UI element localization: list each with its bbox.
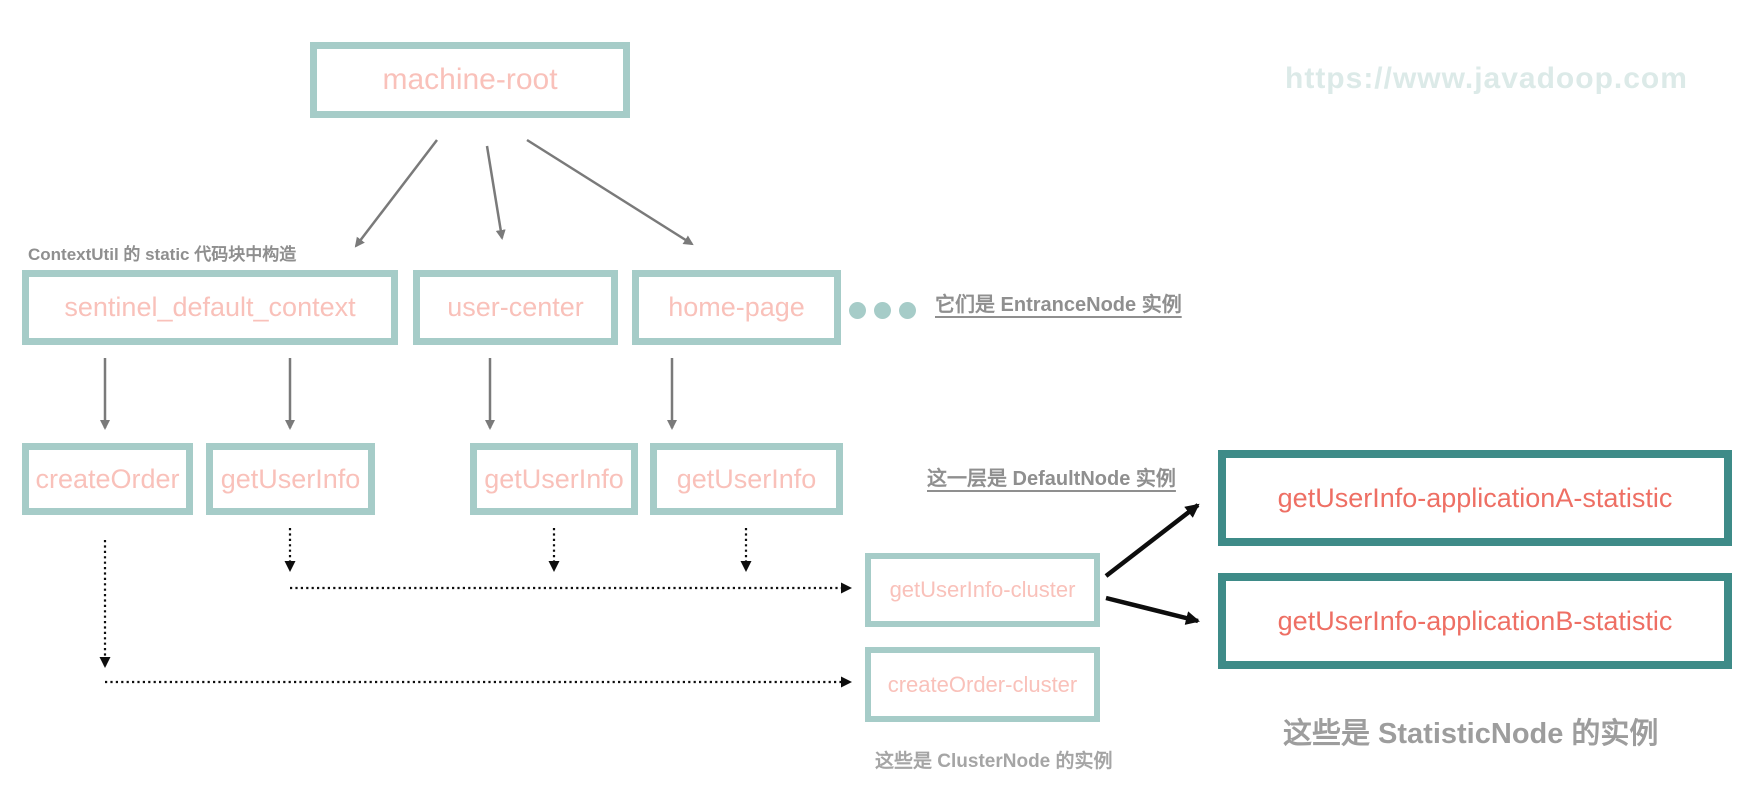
node-getuserinfo-1-label: getUserInfo <box>220 463 361 494</box>
dot-icon <box>899 302 916 319</box>
node-getuserinfo-cluster-label: getUserInfo-cluster <box>889 577 1076 602</box>
node-createorder: createOrder <box>22 443 193 515</box>
default-node-note: 这一层是 DefaultNode 实例 <box>927 468 1176 490</box>
entrance-node-note: 它们是 EntranceNode 实例 <box>935 294 1182 316</box>
arrow-cluster-to-statistic-a <box>1104 503 1200 578</box>
node-getuserinfo-applicationa-statistic: getUserInfo-applicationA-statistic <box>1218 450 1732 546</box>
node-machine-root: machine-root <box>310 42 630 118</box>
dot-icon <box>874 302 891 319</box>
node-user-center-label: user-center <box>447 292 584 322</box>
node-getuserinfo-1: getUserInfo <box>206 443 375 515</box>
node-getuserinfo-2: getUserInfo <box>470 443 638 515</box>
node-getuserinfo-3: getUserInfo <box>650 443 843 515</box>
ellipsis-dots-icon <box>849 302 916 319</box>
node-getuserinfo-cluster: getUserInfo-cluster <box>865 553 1100 627</box>
node-statistic-a-label: getUserInfo-applicationA-statistic <box>1277 482 1673 513</box>
arrow-root-to-sentinel-context <box>354 139 438 248</box>
context-util-note: ContextUtil 的 static 代码块中构造 <box>28 245 297 264</box>
node-getuserinfo-applicationb-statistic: getUserInfo-applicationB-statistic <box>1218 573 1732 669</box>
node-sentinel-default-context: sentinel_default_context <box>22 270 398 345</box>
node-getuserinfo-3-label: getUserInfo <box>676 463 817 494</box>
node-sentinel-default-context-label: sentinel_default_context <box>64 292 356 322</box>
node-home-page: home-page <box>632 270 841 345</box>
node-createorder-label: createOrder <box>35 463 180 494</box>
arrow-root-to-user-center <box>485 145 506 240</box>
cluster-node-note: 这些是 ClusterNode 的实例 <box>875 751 1113 772</box>
node-getuserinfo-2-label: getUserInfo <box>484 463 624 494</box>
dot-icon <box>849 302 866 319</box>
node-createorder-cluster-label: createOrder-cluster <box>887 671 1078 697</box>
arrow-cluster-to-statistic-b <box>1105 595 1200 625</box>
arrow-root-to-home-page <box>526 138 694 246</box>
node-createorder-cluster: createOrder-cluster <box>865 647 1100 722</box>
node-user-center: user-center <box>413 270 618 345</box>
node-machine-root-label: machine-root <box>382 63 558 96</box>
node-home-page-label: home-page <box>668 292 805 322</box>
node-statistic-b-label: getUserInfo-applicationB-statistic <box>1277 605 1673 636</box>
statistic-node-note: 这些是 StatisticNode 的实例 <box>1283 718 1659 750</box>
site-watermark: https://www.javadoop.com <box>1285 62 1688 95</box>
